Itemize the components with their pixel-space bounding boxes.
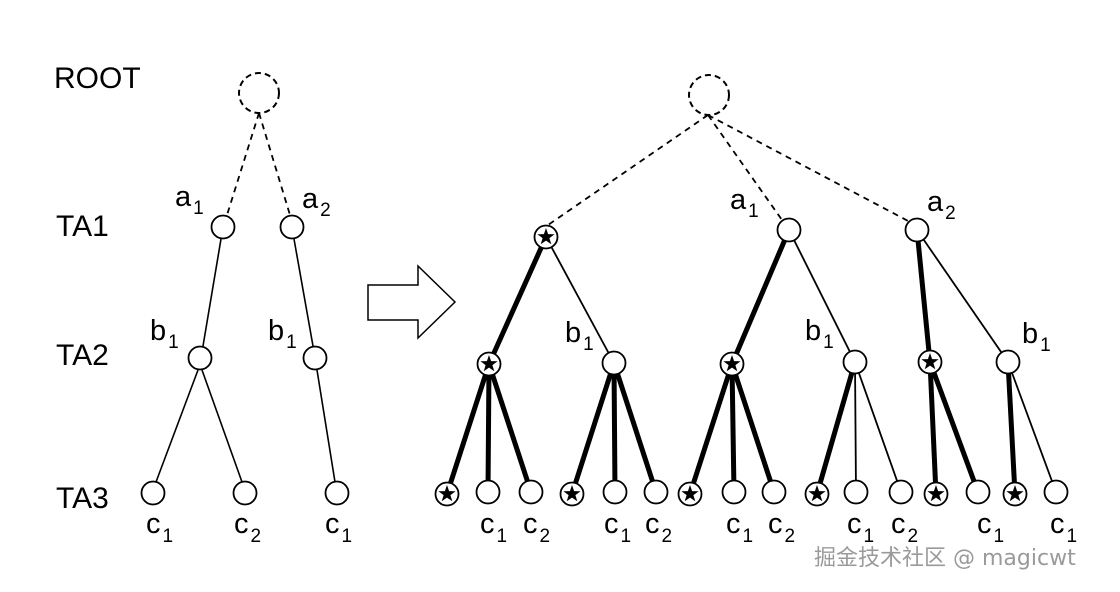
- node-b1-right: [302, 345, 328, 371]
- node-a2: [279, 214, 305, 240]
- edge: [611, 362, 618, 493]
- edge: [486, 363, 534, 493]
- edge: [854, 361, 857, 493]
- edge-a1-b1: [202, 238, 222, 347]
- edge: [485, 363, 492, 493]
- level-label-root: ROOT: [54, 62, 141, 95]
- transform-arrow: [367, 264, 457, 340]
- node-c1: [602, 479, 628, 505]
- edge: [729, 363, 737, 493]
- edge: [444, 363, 492, 495]
- node-c1-right: [324, 480, 350, 506]
- level-label-ta1: TA1: [56, 210, 109, 243]
- edge: [788, 229, 856, 363]
- node-c1: [475, 479, 501, 505]
- edge: [927, 361, 981, 493]
- edge: [687, 363, 735, 495]
- edge: [545, 236, 615, 364]
- edge-b1-c2: [201, 369, 243, 483]
- edge: [611, 362, 659, 493]
- node-a1: [210, 214, 236, 240]
- node-c1: [721, 479, 747, 505]
- edge: [729, 229, 792, 365]
- edge-root-a2: [258, 112, 291, 216]
- edge: [927, 361, 939, 495]
- watermark: 掘金技术社区 @ magicwt: [814, 546, 1076, 571]
- node-c1: [1043, 479, 1069, 505]
- node-c2: [518, 479, 544, 505]
- node-a1: [776, 217, 802, 243]
- root-node: [688, 74, 730, 116]
- node-c2: [232, 480, 258, 506]
- right-tree: [434, 74, 1069, 507]
- edge-root-a2: [707, 114, 911, 223]
- node-c1: [965, 479, 991, 505]
- edge: [729, 363, 777, 493]
- edge: [569, 362, 617, 495]
- edge-root-a1: [226, 112, 260, 216]
- node-b1: [842, 349, 868, 375]
- edge: [814, 361, 858, 495]
- edge-b1-c1-right: [316, 369, 336, 483]
- edge-root-star: [547, 114, 709, 226]
- edge-b1-c1: [155, 369, 199, 483]
- edge: [486, 235, 549, 366]
- edge-a2-b1: [293, 238, 314, 347]
- edge: [916, 229, 1009, 363]
- level-label-ta3: TA3: [56, 482, 109, 515]
- node-c1: [140, 480, 166, 506]
- node-b1-left: [187, 345, 213, 371]
- node-b1: [995, 349, 1021, 375]
- edge: [914, 229, 933, 363]
- node-c2: [888, 479, 914, 505]
- node-a2: [904, 217, 930, 243]
- node-c2: [761, 479, 787, 505]
- edge: [1005, 361, 1018, 495]
- node-c1: [843, 479, 869, 505]
- left-tree: [140, 72, 350, 506]
- edge: [854, 361, 902, 493]
- node-b1: [601, 350, 627, 376]
- edge: [1007, 361, 1057, 493]
- node-c2: [643, 479, 669, 505]
- level-label-ta2: TA2: [56, 339, 109, 372]
- root-node: [238, 72, 280, 114]
